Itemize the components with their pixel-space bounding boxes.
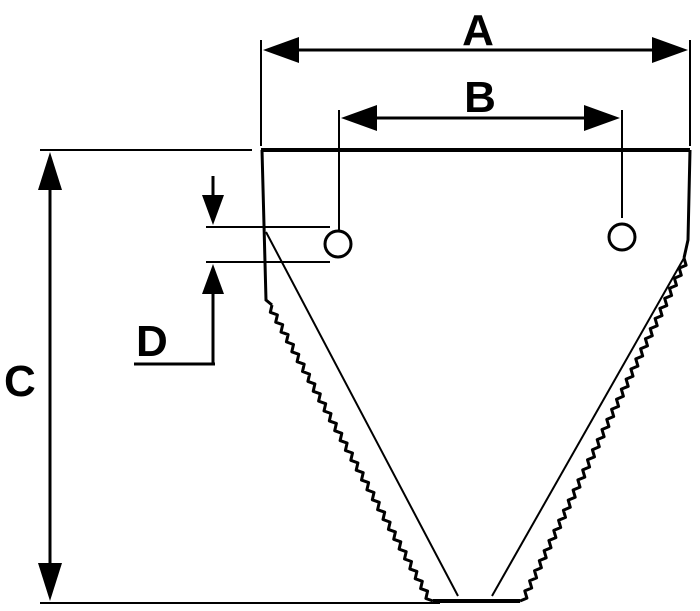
knife-section [260,148,692,603]
left-serrated-edge [268,304,434,603]
dimension-label-a: A [462,6,494,55]
arrowhead-c-top [38,152,62,190]
arrowhead-c-bottom [38,563,62,601]
arrowhead-a-left [263,37,299,63]
dimension-b: B [338,73,623,230]
right-serrated-edge [519,257,688,603]
arrowhead-d-top [202,195,224,225]
arrowhead-d-bottom [202,264,224,294]
knife-right-heel [682,149,692,259]
dimension-c: C [4,149,440,604]
right-bevel-line [491,257,685,597]
dimension-label-d: D [136,317,168,366]
knife-left-heel [260,149,273,307]
dimension-d: D [134,176,330,366]
rivet-hole-left [323,229,353,259]
arrowhead-a-right [652,37,688,63]
dimension-a: A [260,6,691,146]
rivet-hole-right [607,222,637,252]
dimension-label-b: B [464,73,496,122]
arrowhead-b-right [584,105,620,131]
left-bevel-line [265,231,459,597]
arrowhead-b-left [341,105,377,131]
dimension-label-c: C [4,357,36,406]
